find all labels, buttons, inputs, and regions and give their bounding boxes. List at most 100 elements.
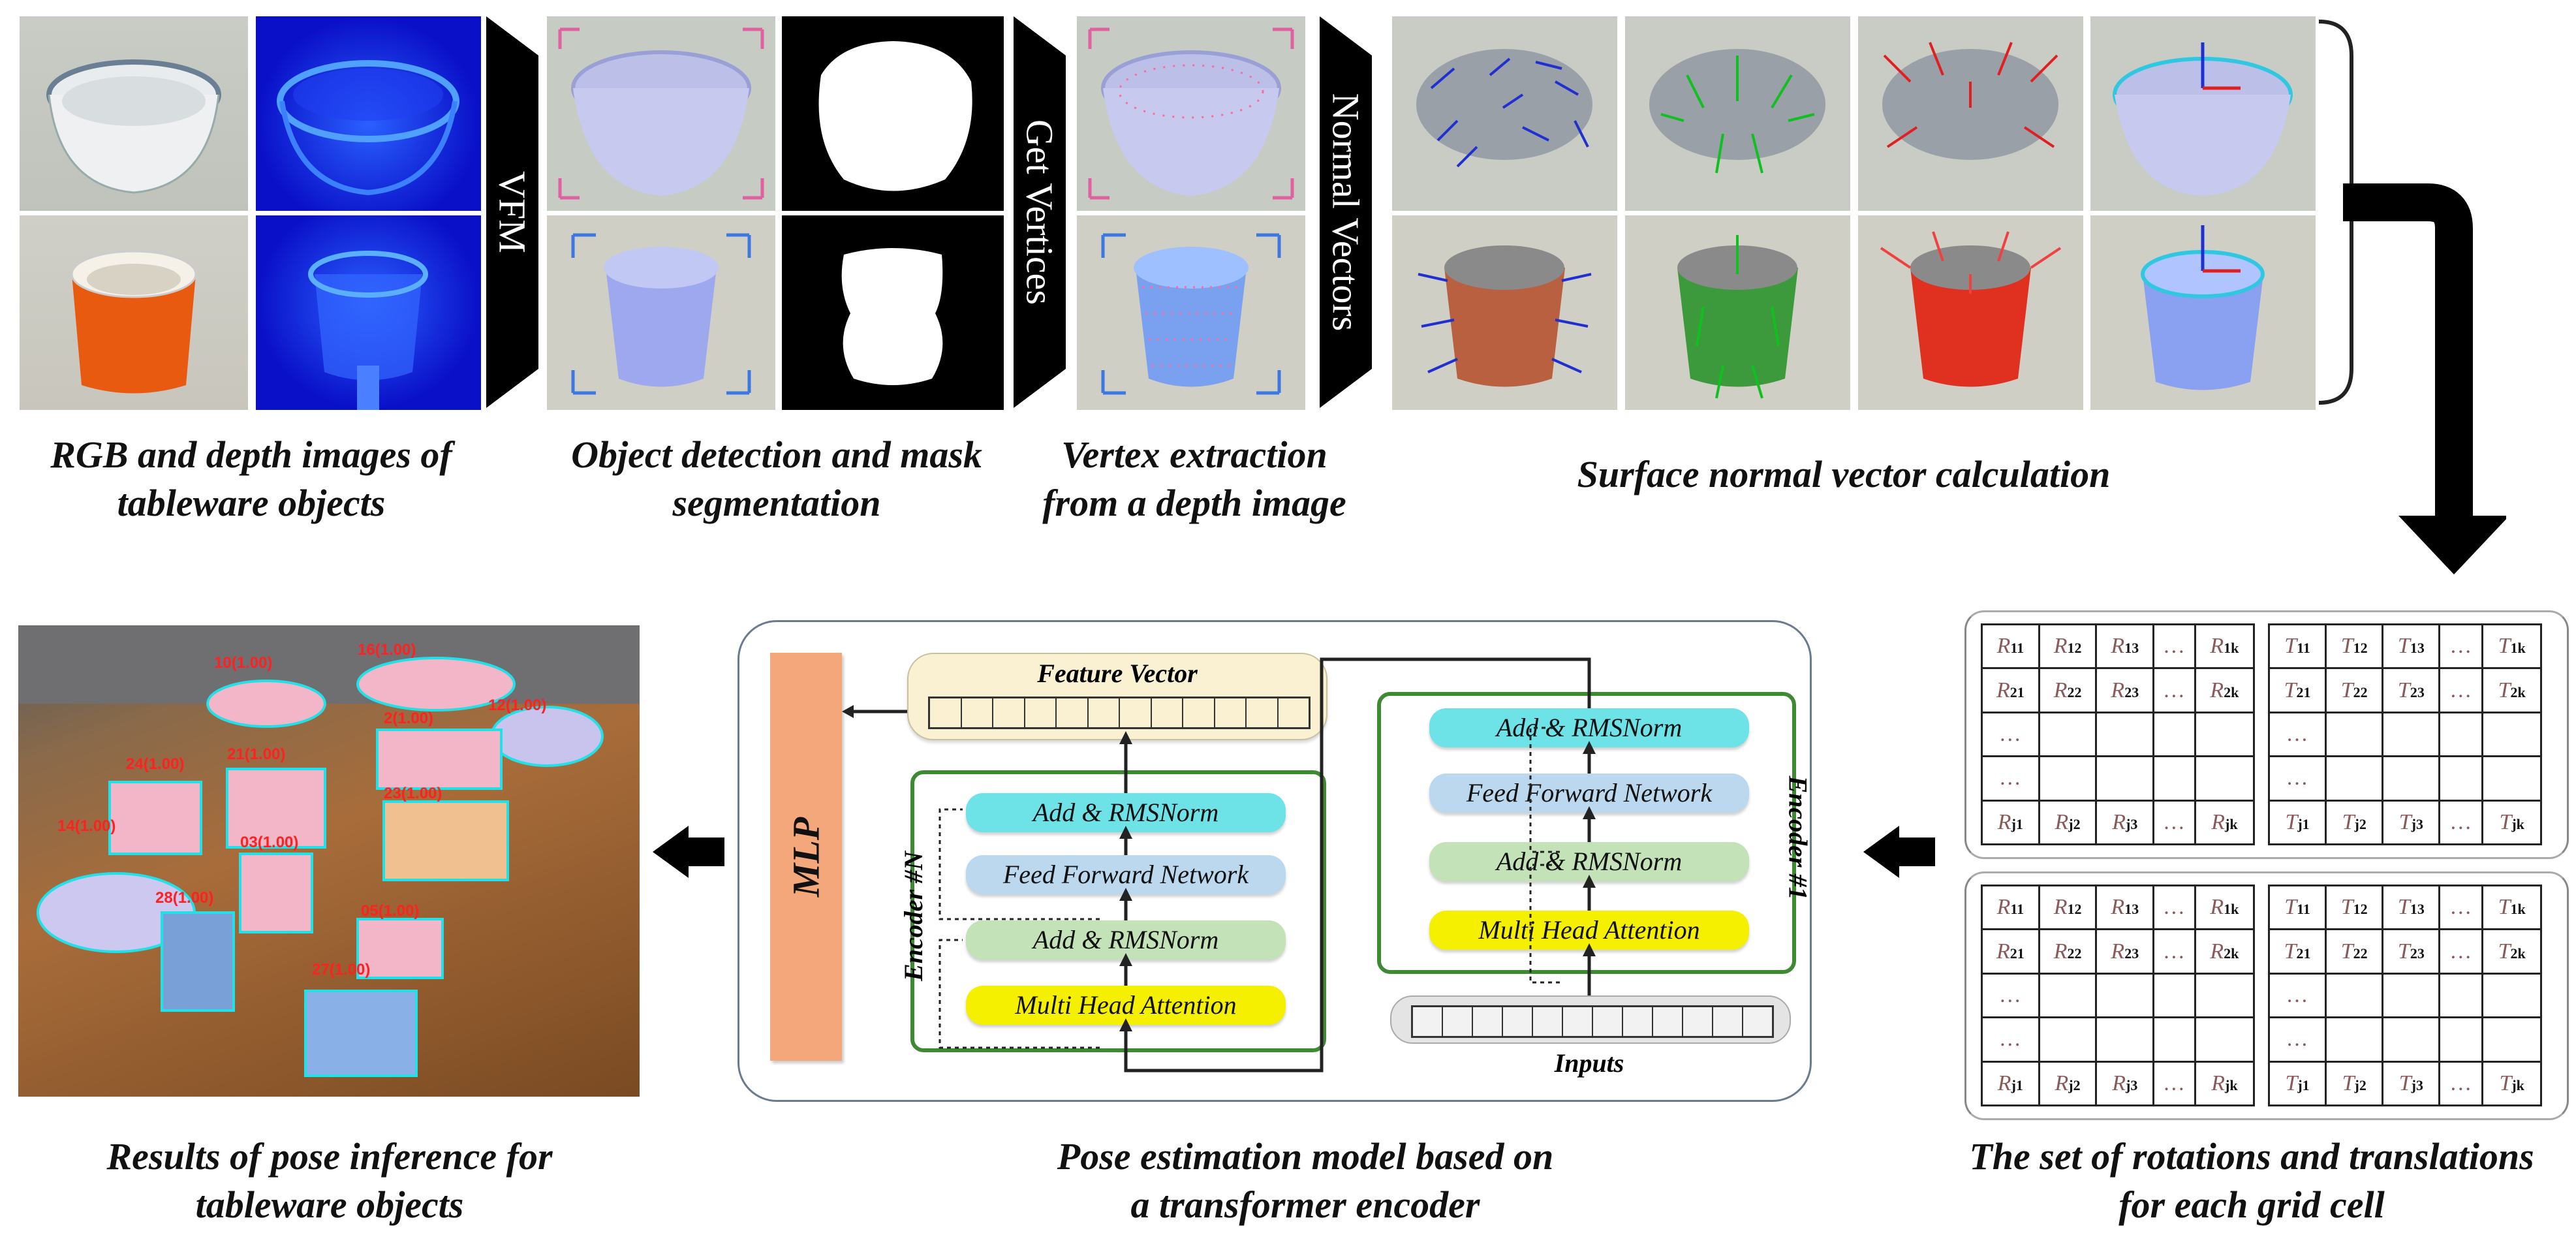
- cup-icon: [70, 250, 197, 394]
- pose-label: 05(1.00): [361, 902, 419, 920]
- grid-group-1: [1964, 610, 2569, 859]
- cell: Rj1: [1981, 799, 2040, 846]
- cell: …: [2438, 884, 2484, 931]
- cell: …: [1981, 755, 2040, 802]
- cell: R1k: [2194, 884, 2256, 931]
- vfm-label: VFM: [491, 171, 534, 253]
- pose-label: 23(1.00): [384, 785, 442, 802]
- cell: …: [2438, 928, 2484, 975]
- detection-cup-icon: [571, 233, 751, 395]
- pose-label: 10(1.00): [214, 654, 272, 672]
- cell: Rj3: [2095, 1060, 2155, 1107]
- caption-line: Pose estimation model based on: [1057, 1135, 1554, 1178]
- depth-bowl-icon: [277, 60, 459, 196]
- cell: …: [2438, 1060, 2484, 1107]
- caption-line: from a depth image: [1042, 482, 1346, 524]
- cell: R1k: [2194, 623, 2256, 670]
- left-arrow-2: [1863, 826, 1935, 878]
- cell: T2k: [2481, 667, 2542, 713]
- inputs-box: [1390, 995, 1791, 1044]
- cell: …: [2152, 799, 2196, 846]
- encoder-n: [910, 770, 1326, 1052]
- cell: R13: [2095, 884, 2155, 931]
- cell: T13: [2382, 623, 2441, 670]
- cell: …: [2152, 884, 2196, 931]
- caption-line: segmentation: [672, 482, 881, 524]
- cell: …: [2267, 1016, 2327, 1063]
- inputs-cells: [1411, 1005, 1774, 1038]
- pose-label: 27(1.00): [312, 961, 370, 979]
- normal-vectors-band: Normal Vectors: [1320, 16, 1372, 408]
- normals-blue-cup-icon: [1418, 245, 1592, 387]
- pose-label: 12(1.00): [488, 697, 546, 714]
- grid-group-2: [1964, 871, 2569, 1120]
- cell: Tjk: [2481, 1060, 2542, 1107]
- cell: T12: [2325, 884, 2384, 931]
- cell: Rjk: [2194, 1060, 2256, 1107]
- model-connectors: [939, 657, 1596, 1073]
- detection-bowl-image: [547, 16, 775, 211]
- axes-cup-icon: [2141, 225, 2265, 390]
- cell: T23: [2382, 667, 2441, 713]
- mask-bowl-image: [782, 16, 1004, 211]
- cell: Tjk: [2481, 799, 2542, 846]
- axes-bowl-icon: [2113, 42, 2293, 196]
- cell: Tj2: [2325, 799, 2384, 846]
- cell: T13: [2382, 884, 2441, 931]
- rgb-cup-image: [20, 215, 248, 410]
- normals-blue-cup: [1392, 215, 1617, 410]
- vertex-bowl-icon: [1088, 27, 1294, 200]
- cell: T12: [2325, 623, 2384, 670]
- caption-line: The set of rotations and translations: [1969, 1135, 2534, 1178]
- pose-scene: 10(1.00) 16(1.00) 24(1.00) 21(1.00) 2(1.…: [18, 625, 640, 1077]
- normals-red-cup-icon: [1880, 231, 2062, 387]
- caption-rotations: The set of rotations and translations fo…: [1932, 1133, 2571, 1229]
- cell: R11: [1981, 884, 2040, 931]
- pose-label: 24(1.00): [126, 755, 184, 773]
- caption-model: Pose estimation model based on a transfo…: [914, 1133, 1697, 1229]
- cell: Tj3: [2382, 799, 2441, 846]
- cell: R22: [2038, 928, 2098, 975]
- feature-vector-box: Feature Vector: [907, 653, 1327, 740]
- cell: Rjk: [2194, 799, 2256, 846]
- cell: …: [2152, 667, 2196, 713]
- cell: Rj1: [1981, 1060, 2040, 1107]
- pose-label: 21(1.00): [227, 745, 285, 763]
- cell: R12: [2038, 623, 2098, 670]
- pose-label: 28(1.00): [155, 889, 213, 907]
- cell: R13: [2095, 623, 2155, 670]
- caption-rgb-depth: RGB and depth images of tableware object…: [13, 431, 489, 527]
- normals-blue-icon: [1416, 49, 1592, 168]
- normals-green-cup-icon: [1677, 235, 1798, 399]
- mask-cup-image: [782, 215, 1004, 410]
- cell: R2k: [2194, 928, 2256, 975]
- get-vertices-label: Get Vertices: [1018, 119, 1061, 305]
- cell: T11: [2267, 623, 2327, 670]
- cell: …: [2267, 711, 2327, 758]
- caption-line: a transformer encoder: [1130, 1183, 1480, 1226]
- caption-line: Surface normal vector calculation: [1577, 453, 2111, 495]
- left-arrow-1: [653, 826, 724, 878]
- mlp-block: MLP: [770, 653, 842, 1061]
- caption-line: Object detection and mask: [571, 433, 982, 476]
- cell: …: [2152, 623, 2196, 670]
- cell: …: [2267, 972, 2327, 1019]
- cell: …: [2267, 755, 2327, 802]
- get-vertices-band: Get Vertices: [1014, 16, 1066, 408]
- caption-line: for each grid cell: [2118, 1183, 2385, 1226]
- cell: R11: [1981, 623, 2040, 670]
- cell: T1k: [2481, 623, 2542, 670]
- pose-label: 16(1.00): [358, 641, 416, 659]
- cell: R21: [1981, 667, 2040, 713]
- normals-green-icon: [1649, 49, 1825, 174]
- cell: Tj1: [2267, 799, 2327, 846]
- add-norm-n-top: Add & RMSNorm: [966, 793, 1286, 832]
- cell: …: [2152, 928, 2196, 975]
- cell: Tj1: [2267, 1060, 2327, 1107]
- caption-pose-results: Results of pose inference for tableware …: [13, 1133, 646, 1229]
- depth-bowl-image: [256, 16, 481, 211]
